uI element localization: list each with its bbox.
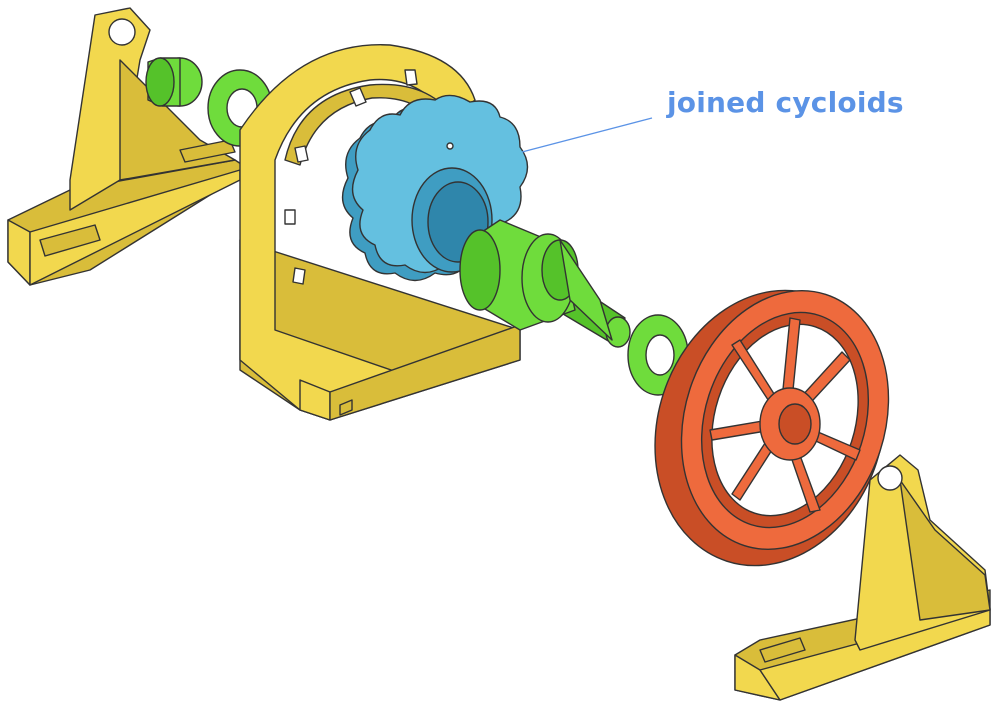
shaft-icon <box>459 219 631 348</box>
left-bracket <box>7 7 251 286</box>
right-bracket <box>734 454 991 701</box>
wheel-icon <box>654 289 890 567</box>
callout-label: joined cycloids <box>667 86 904 119</box>
ring-housing <box>239 44 521 421</box>
callout-leader-line <box>521 117 653 153</box>
left-pin <box>145 57 203 107</box>
